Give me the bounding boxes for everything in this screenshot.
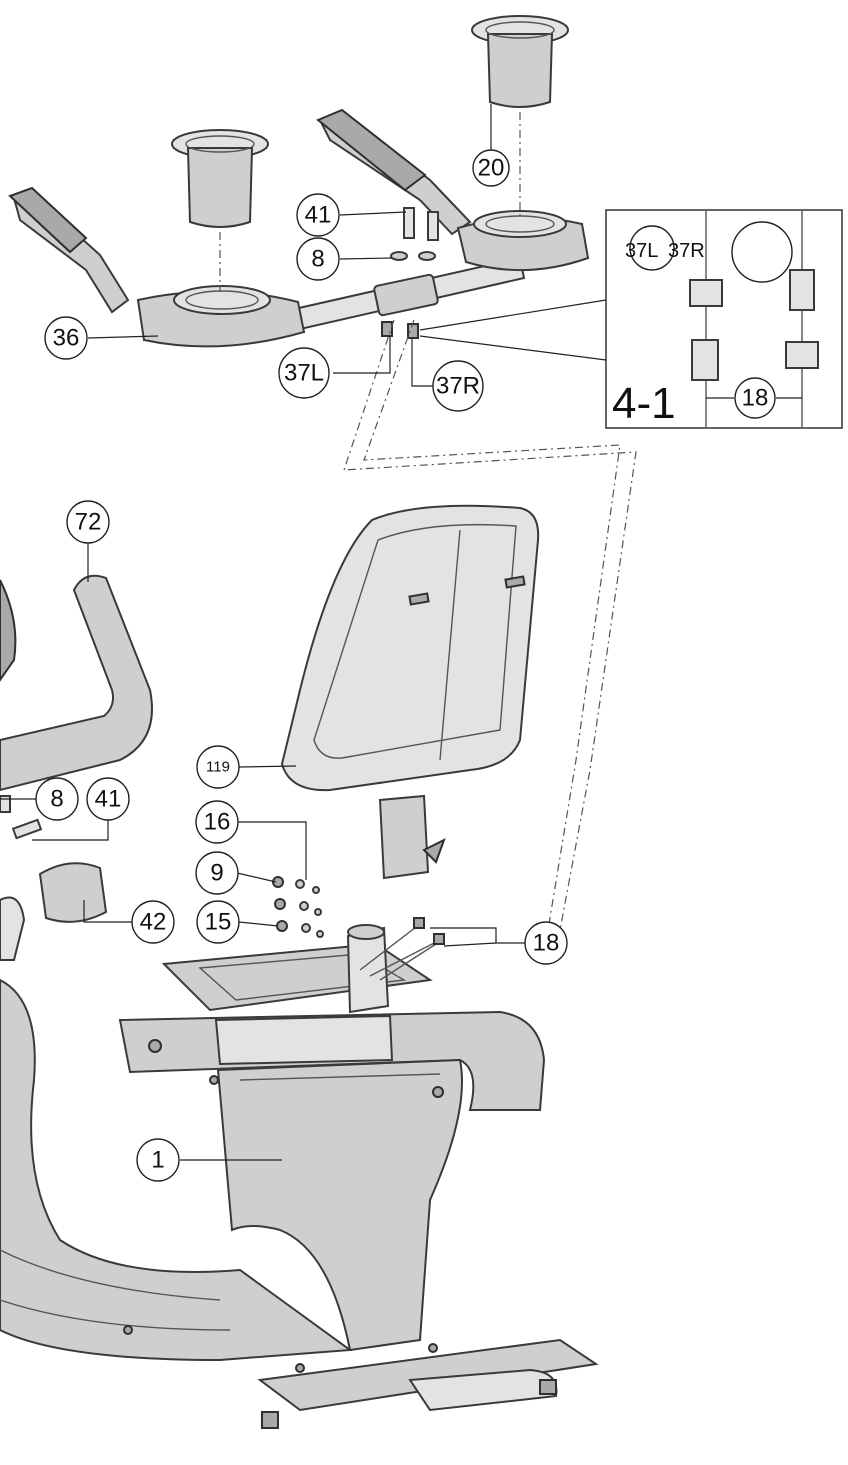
- cable-bundle-18: [359, 917, 445, 981]
- callout-72: 72: [66, 500, 110, 544]
- pad-42: [38, 862, 108, 923]
- svg-text:9: 9: [210, 860, 223, 887]
- inset-label-18: 18: [742, 385, 769, 412]
- svg-text:37L: 37L: [284, 360, 324, 387]
- callout-8-top: 8: [296, 237, 340, 281]
- callout-15: 15: [196, 900, 240, 944]
- bolts-top: [390, 207, 439, 261]
- callout-1: 1: [136, 1138, 180, 1182]
- inset-label-4-1: 4-1: [612, 379, 676, 428]
- cup-holder-right: [471, 15, 569, 108]
- svg-text:41: 41: [305, 202, 332, 229]
- inset-label-37r: 37R: [668, 240, 705, 262]
- insert-arrow: [422, 837, 446, 864]
- inset-4-1: 37L 37R 4-1 18: [419, 209, 843, 429]
- svg-text:41: 41: [95, 786, 122, 813]
- connector-37r: [407, 323, 419, 339]
- seat-hardware: [272, 876, 324, 938]
- callout-20: 20: [472, 149, 510, 187]
- inset-label-37l: 37L: [625, 240, 658, 262]
- svg-text:119: 119: [206, 759, 230, 776]
- callout-8-left: 8: [35, 777, 79, 821]
- left-side-handle: [0, 574, 153, 840]
- svg-text:20: 20: [478, 155, 505, 182]
- callout-37l: 37L: [278, 347, 330, 399]
- svg-text:18: 18: [533, 930, 560, 957]
- leader-lines: [0, 104, 526, 1161]
- svg-text:72: 72: [75, 509, 102, 536]
- svg-text:36: 36: [53, 325, 80, 352]
- callout-41-left: 41: [86, 777, 130, 821]
- svg-text:15: 15: [205, 909, 232, 936]
- svg-text:42: 42: [140, 909, 167, 936]
- main-frame: [0, 924, 599, 1429]
- svg-text:16: 16: [204, 809, 231, 836]
- callout-119: 119: [196, 745, 240, 789]
- svg-text:8: 8: [311, 246, 324, 273]
- seat-back: [280, 504, 540, 880]
- svg-text:1: 1: [151, 1147, 164, 1174]
- callout-37r: 37R: [432, 360, 484, 412]
- connector-37l: [381, 321, 393, 337]
- handlebar-assembly: [8, 108, 590, 348]
- cup-holder-left: [171, 129, 269, 228]
- callout-42: 42: [131, 900, 175, 944]
- svg-text:8: 8: [50, 786, 63, 813]
- svg-text:37R: 37R: [436, 373, 480, 400]
- callout-9: 9: [195, 851, 239, 895]
- callout-36: 36: [44, 316, 88, 360]
- callout-16: 16: [195, 800, 239, 844]
- callout-18: 18: [524, 921, 568, 965]
- callout-41-top: 41: [296, 193, 340, 237]
